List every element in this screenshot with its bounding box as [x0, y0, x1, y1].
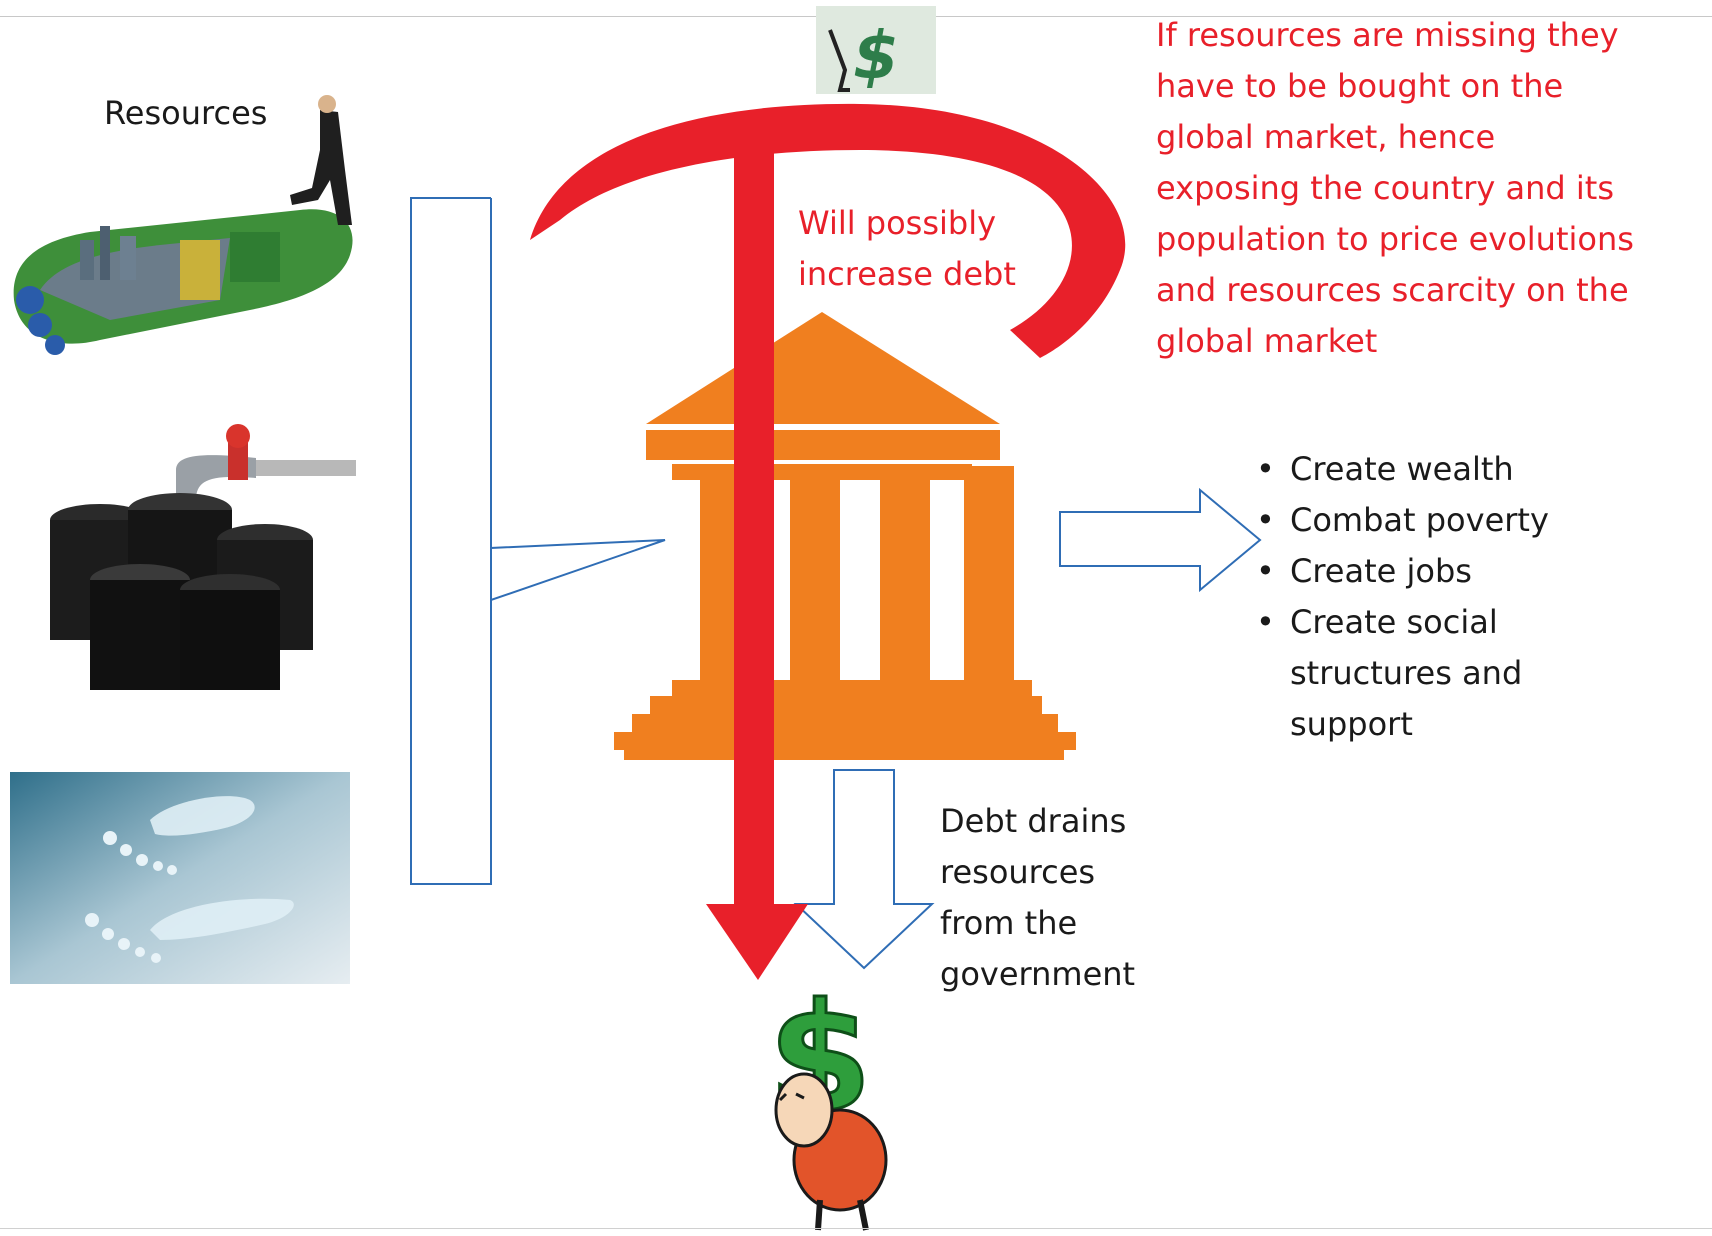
outcome-line: Create wealth — [1290, 450, 1514, 488]
down-arrow — [793, 769, 935, 970]
outcome-line: structures and — [1290, 654, 1523, 692]
market-note-line-7: global market — [1156, 322, 1378, 360]
outcome-item-poverty: Combat poverty — [1252, 495, 1549, 546]
debt-drains-text: Debt drains resources from the governmen… — [940, 796, 1135, 1000]
debt-drains-line-4: government — [940, 955, 1136, 993]
debt-warning-text: Will possibly increase debt — [798, 198, 1016, 300]
market-note-line-1: If resources are missing they — [1156, 16, 1619, 54]
bank-building-icon — [614, 312, 1076, 760]
water-footprints-icon — [10, 772, 350, 984]
outcome-line: support — [1290, 705, 1413, 743]
outcome-line: Create jobs — [1290, 552, 1472, 590]
footprint-city-icon — [13, 95, 353, 355]
dollar-sign-icon: $ — [816, 6, 936, 94]
market-note-line-5: population to price evolutions — [1156, 220, 1634, 258]
market-note-line-4: exposing the country and its — [1156, 169, 1614, 207]
debt-drains-line-2: resources — [940, 853, 1096, 891]
debt-drains-line-1: Debt drains — [940, 802, 1127, 840]
market-note-line-3: global market, hence — [1156, 118, 1496, 156]
market-note-line-2: have to be bought on the — [1156, 67, 1564, 105]
market-note-text: If resources are missing they have to be… — [1156, 10, 1634, 367]
outcome-item-wealth: Create wealth — [1252, 444, 1549, 495]
debt-warning-line-2: increase debt — [798, 255, 1016, 293]
man-carrying-dollar-icon: $ — [766, 971, 888, 1231]
outcomes-list: Create wealth Combat poverty Create jobs… — [1252, 444, 1549, 750]
svg-text:$: $ — [853, 17, 899, 94]
debt-warning-line-1: Will possibly — [798, 204, 997, 242]
outcome-item-social: Create social structures and support — [1252, 597, 1549, 750]
market-note-line-6: and resources scarcity on the — [1156, 271, 1629, 309]
bottom-divider — [0, 1228, 1712, 1229]
outcome-line: Combat poverty — [1290, 501, 1549, 539]
resources-label: Resources — [104, 94, 268, 132]
debt-drains-line-3: from the — [940, 904, 1078, 942]
right-arrow — [1059, 487, 1262, 593]
oil-barrels-icon — [50, 424, 356, 690]
outcome-line: Create social — [1290, 603, 1498, 641]
red-debt-arrow — [530, 103, 1126, 980]
outcome-item-jobs: Create jobs — [1252, 546, 1549, 597]
resources-bracket — [410, 197, 666, 885]
